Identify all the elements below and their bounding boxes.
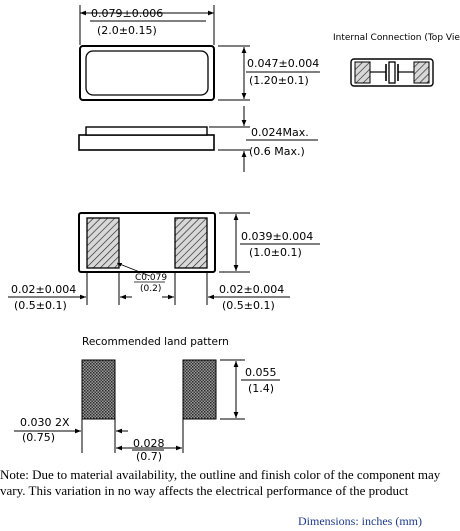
left-pad-inch: 0.02±0.004 [11,283,76,296]
land-height-mm: (1.4) [248,382,274,395]
right-pad-inch: 0.02±0.004 [219,283,284,296]
bottom-pad-left [86,217,120,269]
land-pattern-title: Recommended land pattern [82,336,229,348]
bottom-pad-right [174,217,208,269]
lid-outline [85,50,209,96]
bottom-height-mm: (1.0±0.1) [249,246,302,259]
land-pattern: Recommended land pattern 0.055 (1.4) 0.0… [14,336,280,463]
top-length-inch: 0.079±0.006 [91,7,163,20]
bottom-height-inch: 0.039±0.004 [241,230,313,243]
chamfer-mm: (0.2) [140,284,161,294]
internal-connection-label: Internal Connection (Top View) [333,33,460,43]
chamfer-leader [116,262,151,277]
connection-pad-right [413,61,430,84]
land-gap-inch: 0.028 [133,437,165,450]
side-view: 0.024Max. (0.6 Max.) [78,106,318,172]
package-outline [79,45,215,101]
land-height-inch: 0.055 [245,366,277,379]
internal-connection: Internal Connection (Top View) [333,33,460,87]
chamfer-inch: C0.079 [135,273,167,283]
top-width-mm: (1.20±0.1) [249,74,309,87]
units-label: Dimensions: inches (mm) [298,514,422,528]
land-pad-right [182,359,217,420]
top-length-mm: (2.0±0.15) [97,24,157,37]
side-body [78,134,215,151]
right-pad-mm: (0.5±0.1) [222,299,275,312]
side-height-inch: 0.024Max. [251,126,309,139]
left-pad-mm: (0.5±0.1) [14,299,67,312]
side-lid [85,126,208,136]
crystal-symbol [388,61,396,84]
land-width-inch: 0.030 2X [20,416,70,429]
land-width-mm: (0.75) [22,431,55,444]
land-pad-left [81,359,116,420]
side-height-mm: (0.6 Max.) [249,145,305,158]
connection-pad-left [354,61,371,84]
top-view: 0.079±0.006 (2.0±0.15) 0.047±0.004 (1.20… [79,5,320,101]
top-width-inch: 0.047±0.004 [247,57,319,70]
note-text: Note: Due to material availability, the … [0,467,441,498]
land-gap-mm: (0.7) [136,450,162,463]
bottom-view: 0.039±0.004 (1.0±0.1) 0.02±0.004 (0.5±0.… [8,212,320,312]
